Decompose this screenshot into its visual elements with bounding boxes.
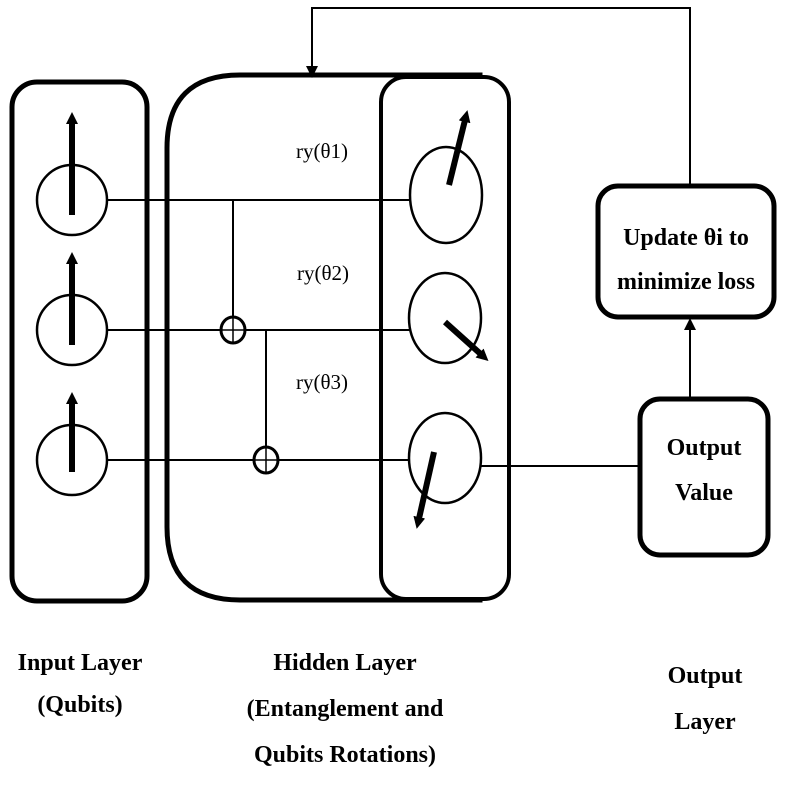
cnot-1-target bbox=[219, 315, 247, 345]
update-box-line1: Update θi to bbox=[623, 225, 749, 251]
rotated-qubit-3 bbox=[407, 411, 483, 505]
rotated-arrow-icon bbox=[446, 110, 471, 186]
gate-label-3: ry(θ3) bbox=[296, 370, 348, 394]
input-caption-1: Input Layer bbox=[18, 650, 143, 676]
output-caption-1: Output bbox=[668, 663, 743, 689]
rotated-qubit-1 bbox=[408, 145, 484, 245]
output-box-line1: Output bbox=[667, 435, 742, 461]
hidden-caption-2: (Entanglement and bbox=[247, 696, 444, 722]
wires bbox=[107, 199, 640, 467]
output-value-box bbox=[637, 396, 771, 558]
hidden-caption-3: Qubits Rotations) bbox=[254, 742, 436, 768]
rotated-qubit-2 bbox=[407, 271, 483, 365]
hidden-layer-box bbox=[164, 72, 483, 603]
input-layer-box bbox=[9, 79, 150, 604]
input-caption-2: (Qubits) bbox=[37, 692, 122, 718]
hidden-caption-1: Hidden Layer bbox=[273, 650, 417, 676]
cnot-2-target bbox=[252, 445, 280, 475]
update-box bbox=[595, 183, 777, 320]
output-caption-2: Layer bbox=[674, 709, 736, 735]
update-box-line2: minimize loss bbox=[617, 269, 755, 295]
rotated-arrow-icon bbox=[413, 451, 437, 529]
gate-label-2: ry(θ2) bbox=[297, 261, 349, 285]
rotated-arrow-icon bbox=[442, 319, 489, 362]
gate-label-1: ry(θ1) bbox=[296, 139, 348, 163]
feedback-arrow bbox=[306, 7, 691, 185]
output-box-line2: Value bbox=[675, 480, 733, 506]
